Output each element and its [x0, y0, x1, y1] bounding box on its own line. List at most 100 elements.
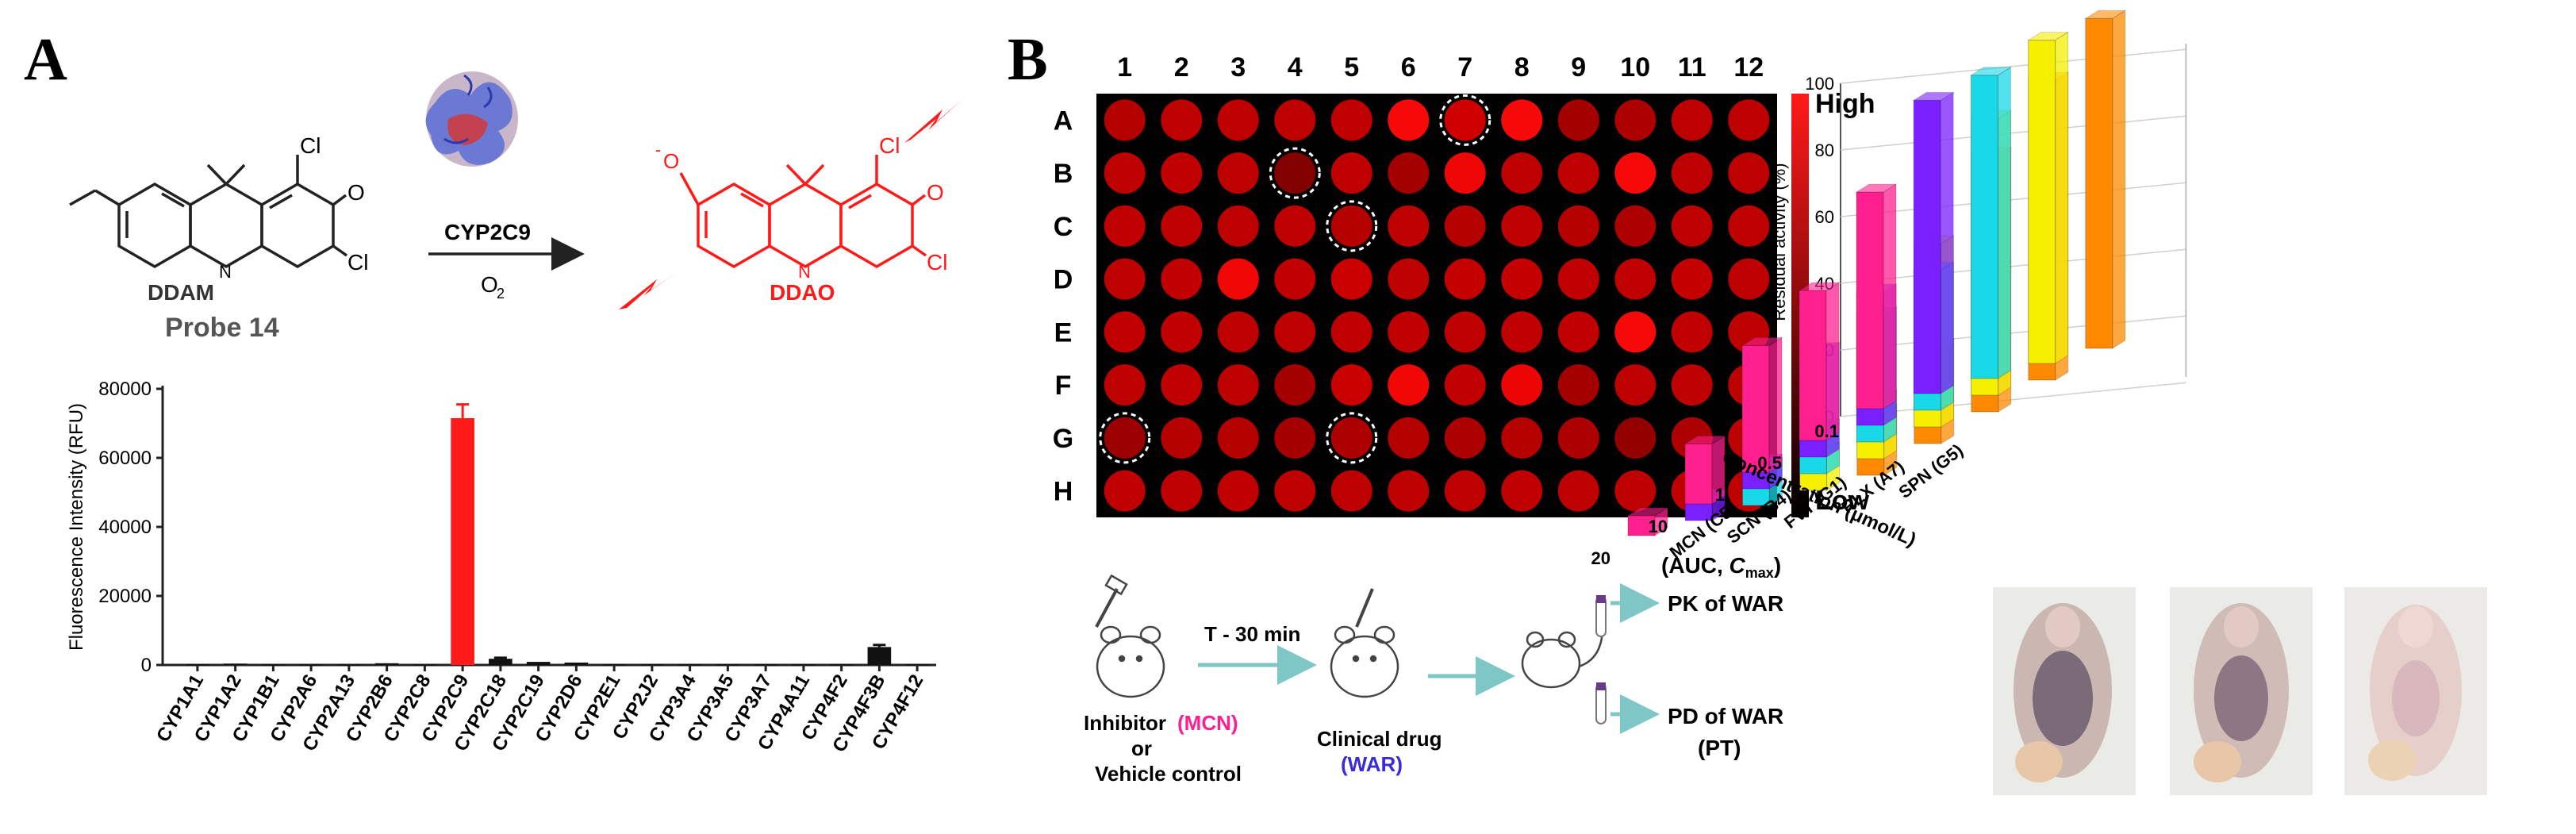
column-label: 9	[1571, 52, 1586, 83]
well-D10	[1614, 258, 1657, 300]
ddam-structure	[69, 155, 348, 269]
column-label: 5	[1344, 52, 1359, 83]
grid-line	[1840, 48, 2186, 84]
mouse-photo-2	[2170, 587, 2313, 795]
y-tick-label: 60000	[98, 448, 152, 469]
well-G3	[1217, 417, 1259, 459]
column-label: 1	[1117, 52, 1132, 83]
mouse-sampling-icon	[1521, 626, 1604, 689]
z-axis-title: Residual activity (%)	[1769, 163, 1789, 321]
well-G1	[1104, 417, 1146, 459]
cyp2c9-protein-icon	[425, 71, 518, 167]
well-F8	[1501, 364, 1543, 406]
ddam-cl-bottom: Cl	[347, 250, 368, 275]
well-H3	[1217, 470, 1259, 512]
bar-2-0-side	[1997, 66, 2011, 379]
well-H8	[1501, 470, 1543, 512]
category-label: 1	[1715, 485, 1725, 505]
cofactor-o: O	[481, 272, 498, 297]
z-tick-label: 80	[1815, 140, 1834, 160]
circled-well-G1	[1099, 412, 1151, 464]
well-C7	[1444, 205, 1486, 247]
blood-tube-bottom-icon	[1595, 682, 1607, 724]
y-axis-title: Fluorescence Intensity (RFU)	[66, 403, 87, 651]
row-label: H	[1054, 477, 1073, 507]
grid-line	[1840, 248, 2186, 284]
pk-label: PK of WAR	[1668, 591, 1783, 616]
well-H9	[1557, 470, 1599, 512]
clinical-drug: (WAR)	[1341, 752, 1403, 776]
bar-cyp2c19	[526, 662, 551, 665]
bar-1-0-top	[1912, 91, 1955, 101]
well-C8	[1501, 205, 1543, 247]
bar-0-0-side	[1883, 183, 1897, 409]
well-F5	[1330, 364, 1372, 406]
well-E6	[1388, 311, 1430, 353]
ddao-o: O	[927, 180, 944, 205]
well-H10	[1614, 470, 1657, 512]
well-F1	[1104, 364, 1146, 406]
ddam-n: N	[219, 262, 232, 282]
circled-well-C5	[1326, 200, 1378, 252]
well-F2	[1161, 364, 1203, 406]
well-E10	[1614, 311, 1657, 353]
well-B3	[1217, 152, 1259, 194]
well-C9	[1557, 205, 1599, 247]
cofactor-sub: 2	[497, 286, 505, 302]
well-A3	[1217, 99, 1259, 141]
well-C11	[1671, 205, 1713, 247]
well-C10	[1614, 205, 1657, 247]
ddao-charge: -	[655, 140, 661, 159]
well-D11	[1671, 258, 1713, 300]
bar-0-1-side	[1825, 282, 1840, 441]
or-label: or	[1131, 736, 1152, 760]
ddam-name: DDAM	[148, 280, 214, 305]
bar-cyp2b6	[374, 663, 399, 665]
well-E3	[1217, 311, 1259, 353]
well-A4	[1274, 99, 1316, 141]
well-A9	[1557, 99, 1599, 141]
well-G7	[1444, 417, 1486, 459]
row-label: A	[1054, 106, 1073, 136]
row-label: G	[1053, 424, 1073, 454]
well-B6	[1388, 152, 1430, 194]
pd-sub-label: (PT)	[1698, 736, 1741, 760]
column-label: 2	[1174, 52, 1189, 83]
clinical-label: Clinical drug	[1317, 727, 1442, 751]
vehicle-label: Vehicle control	[1095, 762, 1242, 786]
bar-0-2-top	[1741, 336, 1783, 346]
well-G8	[1501, 417, 1543, 459]
row-label: B	[1054, 159, 1073, 189]
ddao-name: DDAO	[770, 280, 835, 305]
column-label: 7	[1457, 52, 1472, 83]
bar-0-4-top	[1626, 507, 1669, 517]
well-G6	[1388, 417, 1430, 459]
scale-high-label: High	[1815, 89, 1875, 119]
well-E2	[1161, 311, 1203, 353]
well-D12	[1728, 258, 1770, 300]
mouse-photo-1	[1993, 587, 2136, 795]
ddao-o-left: O	[663, 149, 679, 173]
well-G4	[1274, 417, 1316, 459]
well-D5	[1330, 258, 1372, 300]
panel-b-label: B	[1008, 26, 1048, 93]
well-A7	[1444, 99, 1486, 141]
well-F7	[1444, 364, 1486, 406]
panel-a-label: A	[24, 26, 67, 93]
well-D8	[1501, 258, 1543, 300]
lightning-left-icon	[619, 273, 676, 309]
well-A8	[1501, 99, 1543, 141]
category-label: 0.1	[1814, 421, 1839, 441]
bar-cyp2c9	[451, 417, 474, 665]
bar-0-3-front	[1684, 443, 1713, 505]
well-F10	[1614, 364, 1657, 406]
well-G5	[1330, 417, 1372, 459]
bar-2-0-front	[1970, 75, 1998, 379]
ddao-cl-bottom: Cl	[927, 250, 947, 275]
category-label: 10	[1649, 517, 1668, 536]
blood-tube-top-icon	[1595, 595, 1607, 637]
ddam-o: O	[347, 180, 365, 205]
well-A10	[1614, 99, 1657, 141]
residual-activity-3d-chart: 020406080100Residual activity (%)0.10.51…	[1591, 10, 2187, 568]
inhibitor-drug: (MCN)	[1177, 711, 1238, 735]
